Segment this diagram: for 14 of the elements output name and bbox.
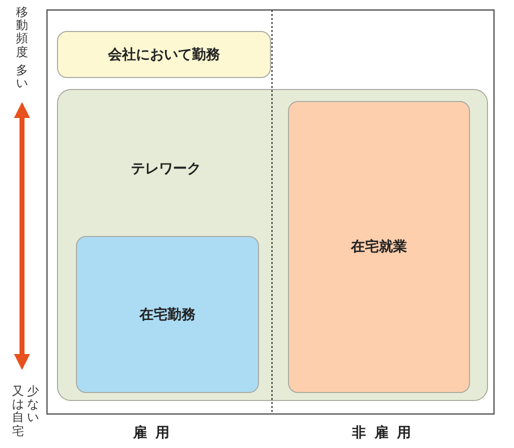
- process-box: [57, 31, 271, 78]
- box-label: 在宅勤務: [138, 306, 196, 324]
- process-box: [76, 236, 259, 393]
- column-label: 雇用: [133, 424, 178, 442]
- process-box: [288, 101, 470, 393]
- box-label: 会社において勤務: [107, 46, 221, 64]
- group-panel: [57, 89, 488, 401]
- box-label: 在宅就業: [350, 238, 408, 256]
- axis-label: 移動頻度: [16, 6, 28, 59]
- group-heading: テレワーク: [130, 160, 202, 178]
- column-label: 非雇用: [352, 424, 420, 442]
- axis-label: 少ない: [27, 385, 39, 425]
- axis-label: 又は自宅: [12, 385, 24, 438]
- axis-label: 多い: [16, 64, 28, 90]
